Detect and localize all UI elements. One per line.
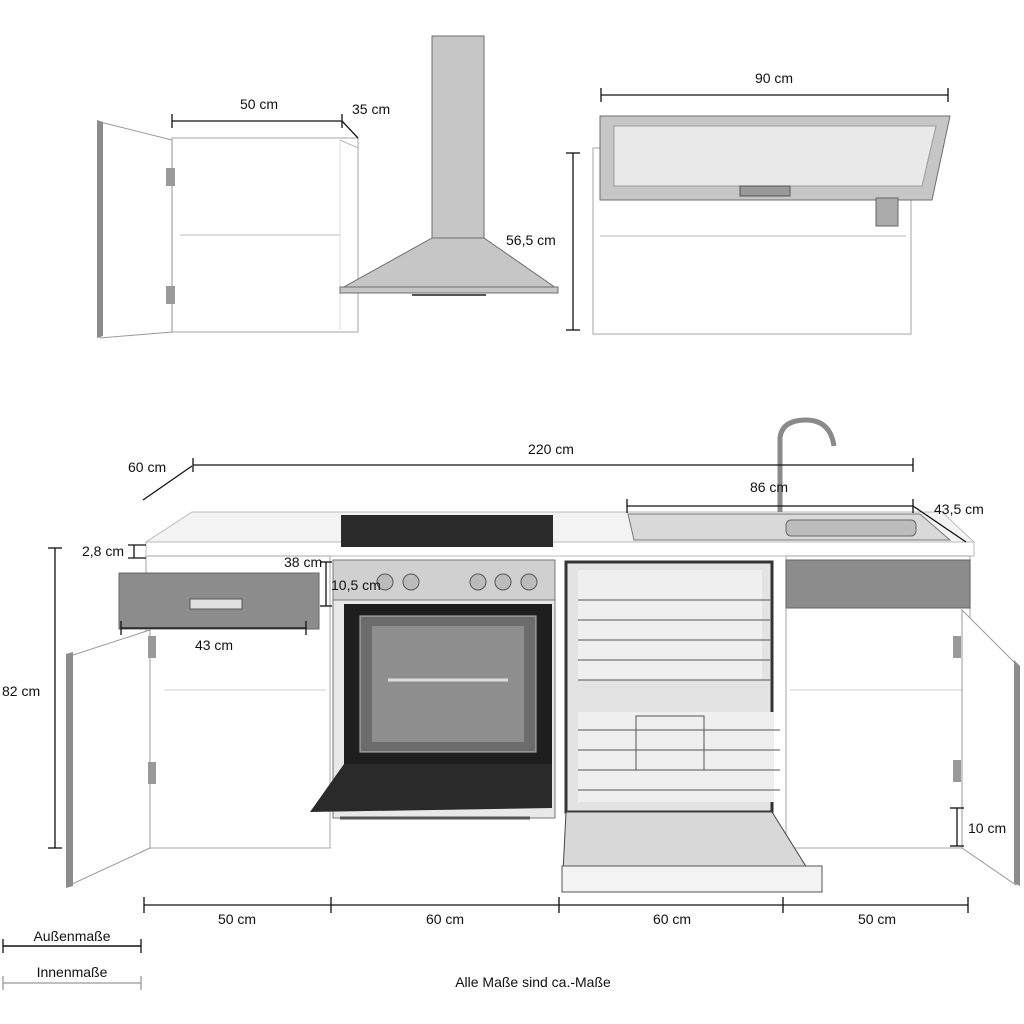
wall-cabinet-depth-label: 35 cm xyxy=(352,101,390,117)
worktop-thickness-dimension: 2,8 cm xyxy=(82,543,146,559)
drawer-front-label: 10,5 cm xyxy=(331,577,381,593)
height-dimension: 82 cm xyxy=(2,547,62,849)
legend: Außenmaße Innenmaße xyxy=(2,928,142,990)
depth-label: 60 cm xyxy=(128,459,166,475)
wall-cabinet-width-label: 50 cm xyxy=(240,96,278,112)
drawer-width-label: 43 cm xyxy=(195,637,233,653)
faucet xyxy=(777,417,837,512)
module-width-2: 60 cm xyxy=(426,911,464,927)
flap-cabinet-width-dimension: 90 cm xyxy=(600,70,949,102)
module-width-1: 50 cm xyxy=(218,911,256,927)
left-base-door xyxy=(69,629,151,886)
flap-cabinet-height-dimension: 56,5 cm xyxy=(506,152,580,331)
worktop-thickness-label: 2,8 cm xyxy=(82,543,124,559)
total-width-label: 220 cm xyxy=(528,441,574,457)
footnote: Alle Maße sind ca.-Maße xyxy=(455,974,611,990)
depth-dimension: 60 cm xyxy=(128,459,193,501)
wall-cabinet xyxy=(97,120,359,339)
sink-depth-label: 43,5 cm xyxy=(934,501,984,517)
flap-cabinet-width-label: 90 cm xyxy=(755,70,793,86)
dishwasher xyxy=(561,560,823,893)
drawer-dimensions: 38 cm 10,5 cm 43 cm xyxy=(120,554,381,653)
module-width-3: 60 cm xyxy=(653,911,691,927)
module-widths-dimension: 50 cm 60 cm 60 cm 50 cm xyxy=(143,897,969,927)
sink xyxy=(627,417,952,541)
flap-cabinet xyxy=(592,115,951,335)
hood-height-label: 56,5 cm xyxy=(506,232,556,248)
sink-width-label: 86 cm xyxy=(750,479,788,495)
legend-inner-label: Innenmaße xyxy=(37,964,108,980)
right-base-door xyxy=(961,608,1017,886)
legend-outer-label: Außenmaße xyxy=(33,928,110,944)
extractor-hood xyxy=(339,35,559,296)
wall-cabinet-width-dimension: 50 cm 35 cm xyxy=(171,96,390,139)
plinth-dimension: 10 cm xyxy=(950,807,1006,847)
drawer-height-label: 38 cm xyxy=(284,554,322,570)
right-drawer-front xyxy=(785,559,971,609)
drawer xyxy=(118,572,320,630)
sink-width-dimension: 86 cm 43,5 cm xyxy=(626,479,984,543)
ceramic-hob xyxy=(341,515,553,547)
total-width-dimension: 220 cm xyxy=(192,441,914,472)
plinth-label: 10 cm xyxy=(968,820,1006,836)
height-label: 82 cm xyxy=(2,683,40,699)
module-width-4: 50 cm xyxy=(858,911,896,927)
wall-cabinet-door xyxy=(99,121,173,339)
built-in-oven xyxy=(310,559,556,820)
